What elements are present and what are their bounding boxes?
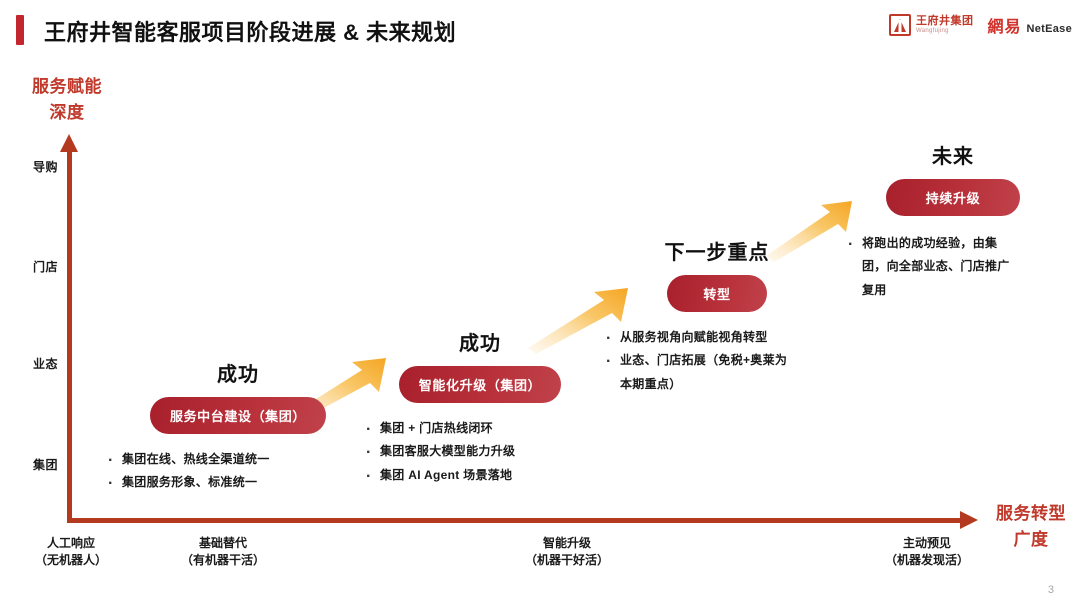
stage-2-bullets: 集团 + 门店热线闭环 集团客服大模型能力升级 集团 AI Agent 场景落地 [366,414,610,493]
x-tick-zhudong-yujian: 主动预见 （机器发现活） [842,535,1012,569]
stage-1-bullets: 集团在线、热线全渠道统一 集团服务形象、标准统一 [108,445,368,500]
list-item: 将跑出的成功经验，由集 [848,229,1068,261]
list-item: 集团客服大模型能力升级 [366,437,610,469]
y-axis-line [67,150,72,522]
stage-3-title: 下一步重点 [664,242,770,264]
x-axis-arrowhead-icon [960,511,978,529]
wangfujing-logo: 王府井集团 Wangfujing [888,14,974,36]
x-tick-label: 主动预见 [902,536,951,550]
x-tick-rengong-xiangying: 人工响应 （无机器人） [0,535,156,569]
list-item: 从服务视角向赋能视角转型 [606,323,842,355]
x-axis-title-line2: 广度 [1013,529,1049,549]
y-axis-arrowhead-icon [60,134,78,152]
stage-1-pill[interactable]: 服务中台建设（集团） [149,397,326,434]
y-tick-yetai: 业态 [32,357,58,371]
wangfujing-logo-en: Wangfujing [915,27,949,34]
page-number: 3 [1047,584,1054,596]
stage-4-bullets: 将跑出的成功经验，由集 团，向全部业态、门店推广 复用 [848,229,1068,302]
list-item-continuation: 本期重点） [620,376,682,391]
stage-4-title: 未来 [932,146,974,168]
x-tick-label: 基础替代 [198,536,247,550]
y-tick-daogou: 导购 [32,160,58,174]
x-tick-sublabel: （机器发现活） [884,552,969,567]
page-title: 王府井智能客服项目阶段进展 & 未来规划 [44,20,457,45]
stage-2-pill[interactable]: 智能化升级（集团） [398,366,562,403]
stage-3-bullets: 从服务视角向赋能视角转型 业态、门店拓展（免税+奥莱为 本期重点） [606,323,842,396]
title-accent-bar [16,15,24,45]
stage-block-3: 下一步重点 转型 从服务视角向赋能视角转型 业态、门店拓展（免税+奥莱为 本期重… [592,236,842,396]
list-item: 集团 AI Agent 场景落地 [366,461,610,493]
list-item-continuation: 团，向全部业态、门店推广 [862,259,1010,274]
progress-arrow-3-icon [766,201,852,262]
wangfujing-mark-icon [888,14,911,36]
x-tick-label: 人工响应 [46,536,95,550]
list-item: 集团在线、热线全渠道统一 [108,445,368,477]
stage-2-title: 成功 [459,333,501,355]
y-axis-title: 服务赋能 深度 [12,74,122,125]
list-item: 业态、门店拓展（免税+奥莱为 [606,346,842,378]
x-axis-title-line1: 服务转型 [996,504,1066,523]
x-tick-sublabel: （无机器人） [34,552,107,567]
x-tick-sublabel: （有机器干活） [180,552,265,567]
netease-logo: 網易 NetEase [987,13,1072,37]
stage-block-4: 未来 持续升级 将跑出的成功经验，由集 团，向全部业态、门店推广 复用 [838,140,1068,302]
list-item: 集团服务形象、标准统一 [108,468,368,500]
x-tick-label: 智能升级 [542,536,591,550]
stage-3-pill[interactable]: 转型 [667,275,767,312]
stage-4-pill[interactable]: 持续升级 [885,179,1021,216]
y-tick-mendian: 门店 [32,260,58,274]
logo-group: 王府井集团 Wangfujing 網易 NetEase [888,13,1072,37]
y-axis-title-line1: 服务赋能 [32,77,102,96]
x-axis-title: 服务转型 广度 [986,501,1076,552]
list-item: 集团 + 门店热线闭环 [366,414,610,446]
wangfujing-logo-cn: 王府井集团 [915,15,974,28]
progress-arrow-2-icon [528,288,628,354]
stage-1-title: 成功 [217,364,259,386]
wangfujing-logo-text: 王府井集团 Wangfujing [916,16,974,34]
netease-logo-cn: 網易 [987,17,1022,36]
x-axis-line [67,518,965,523]
x-tick-zhineng-shengji: 智能升级 （机器干好活） [482,535,652,569]
x-tick-sublabel: （机器干好活） [524,552,609,567]
x-tick-jichu-tidai: 基础替代 （有机器干活） [138,535,308,569]
list-item-continuation: 复用 [862,282,887,297]
stage-block-1: 成功 服务中台建设（集团） 集团在线、热线全渠道统一 集团服务形象、标准统一 [108,358,368,500]
stage-block-2: 成功 智能化升级（集团） 集团 + 门店热线闭环 集团客服大模型能力升级 集团 … [350,327,610,493]
netease-logo-en: NetEase [1026,23,1072,35]
y-axis-title-line2: 深度 [49,102,85,122]
y-tick-jituan: 集团 [32,458,58,472]
